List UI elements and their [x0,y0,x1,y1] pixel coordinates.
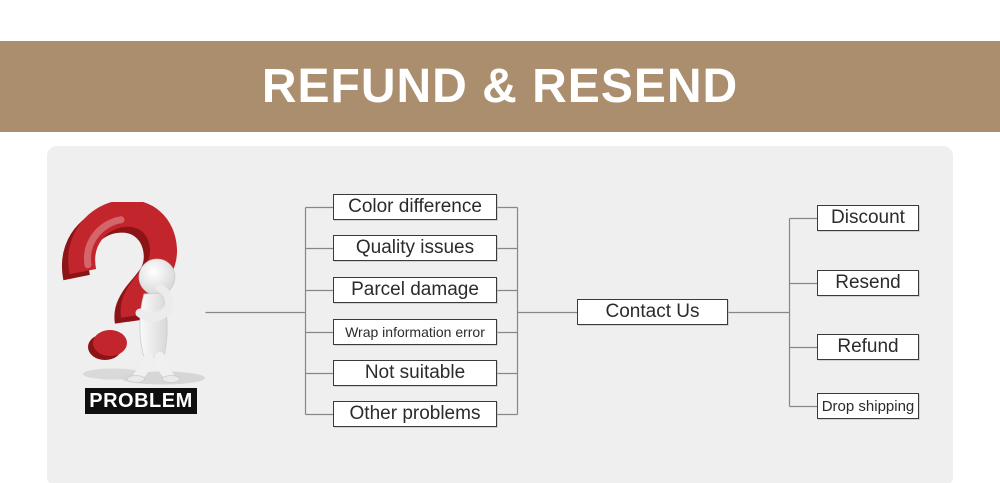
problem-label: PROBLEM [85,388,197,414]
banner: REFUND & RESEND [0,41,1000,132]
contact-us-box: Contact Us [577,299,728,325]
problem-box-color-difference: Color difference [333,194,497,220]
solution-box-discount: Discount [817,205,919,231]
thinking-person [127,258,180,383]
problem-box-not-suitable: Not suitable [333,360,497,386]
problem-box-other-problems: Other problems [333,401,497,427]
problem-box-quality-issues: Quality issues [333,235,497,261]
problem-box-parcel-damage: Parcel damage [333,277,497,303]
solution-box-resend: Resend [817,270,919,296]
question-mark-dot [88,330,127,360]
question-mark-figure-icon [61,202,205,385]
problem-box-wrap-information-error: Wrap information error [333,319,497,345]
question-mark-hook [61,202,177,324]
flowchart-panel [47,146,953,483]
solution-box-refund: Refund [817,334,919,360]
solution-box-drop-shipping: Drop shipping [817,393,919,419]
banner-title: REFUND & RESEND [261,59,739,113]
